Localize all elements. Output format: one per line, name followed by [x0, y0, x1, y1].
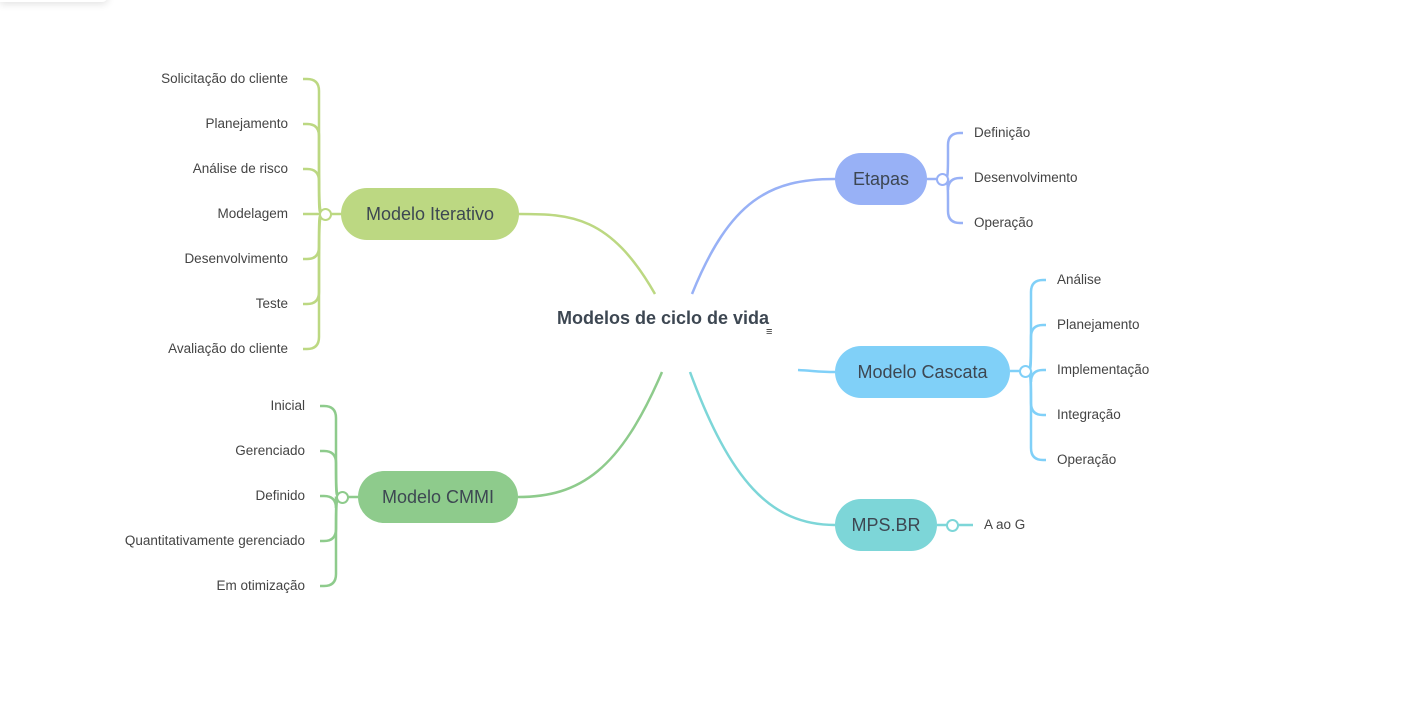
topic-label: Modelo Iterativo: [365, 203, 495, 224]
subtopic-iterativo[interactable]: Modelagem: [217, 206, 288, 221]
subtopic-iterativo[interactable]: Teste: [255, 296, 288, 311]
subtopic-iterativo[interactable]: Avaliação do cliente: [168, 341, 288, 356]
leaf-line-cmmi: [320, 449, 343, 499]
branch-line-iterativo: [518, 212, 657, 295]
collapse-toggle-cmmi[interactable]: [336, 491, 349, 504]
window-edge-shadow: [0, 0, 108, 2]
subtopic-cascata[interactable]: Integração: [1057, 407, 1121, 422]
collapse-toggle-mpsbr[interactable]: [946, 519, 959, 532]
branch-line-mpsbr: [688, 371, 836, 527]
leaf-line-etapas: [941, 177, 963, 225]
notes-icon[interactable]: ≡: [766, 326, 773, 338]
leaf-line-iterativo: [303, 167, 326, 216]
subtopic-mpsbr[interactable]: A ao G: [984, 517, 1026, 532]
topic-label: Modelo CMMI: [381, 486, 495, 507]
subtopic-cascata[interactable]: Operação: [1057, 452, 1117, 467]
subtopic-iterativo[interactable]: Desenvolvimento: [184, 251, 288, 266]
topic-modelo-cascata[interactable]: Modelo Cascata: [835, 346, 1010, 398]
subtopic-cmmi[interactable]: Inicial: [270, 398, 305, 413]
topic-label: Etapas: [852, 168, 910, 189]
subtopic-iterativo[interactable]: Planejamento: [205, 116, 288, 131]
branch-line-cmmi: [517, 371, 664, 499]
leaf-line-iterativo: [303, 212, 326, 261]
subtopic-cmmi[interactable]: Em otimização: [216, 578, 305, 593]
topic-mps-br[interactable]: MPS.BR: [835, 499, 937, 551]
leaf-line-cmmi: [320, 495, 343, 543]
collapse-toggle-cascata[interactable]: [1019, 365, 1032, 378]
central-topic-title: Modelos de ciclo de vida: [556, 308, 770, 328]
subtopic-cmmi[interactable]: Quantitativamente gerenciado: [124, 533, 305, 548]
collapse-toggle-iterativo[interactable]: [319, 208, 332, 221]
leaf-line-cascata: [1024, 369, 1046, 417]
topic-modelo-cmmi[interactable]: Modelo CMMI: [358, 471, 518, 523]
leaf-line-cascata: [1024, 323, 1046, 373]
subtopic-cmmi[interactable]: Definido: [255, 488, 305, 503]
subtopic-etapas[interactable]: Desenvolvimento: [974, 170, 1078, 185]
topic-etapas[interactable]: Etapas: [835, 153, 927, 205]
branch-line-cascata: [797, 368, 836, 374]
central-topic[interactable]: Modelos de ciclo de vida: [556, 306, 770, 358]
topic-modelo-iterativo[interactable]: Modelo Iterativo: [341, 188, 519, 240]
subtopic-iterativo[interactable]: Solicitação do cliente: [161, 71, 288, 86]
subtopic-cascata[interactable]: Implementação: [1057, 362, 1150, 377]
topic-label: Modelo Cascata: [857, 361, 988, 382]
subtopic-iterativo[interactable]: Análise de risco: [192, 161, 288, 176]
leaf-line-iterativo: [303, 77, 326, 216]
topic-label: MPS.BR: [851, 514, 921, 535]
leaf-line-iterativo: [303, 212, 326, 351]
leaf-line-etapas: [941, 131, 963, 181]
subtopic-cmmi[interactable]: Gerenciado: [235, 443, 305, 458]
subtopic-cascata[interactable]: Planejamento: [1057, 317, 1140, 332]
branch-line-etapas: [690, 177, 836, 295]
subtopic-etapas[interactable]: Definição: [974, 125, 1031, 140]
collapse-toggle-etapas[interactable]: [936, 173, 949, 186]
subtopic-etapas[interactable]: Operação: [974, 215, 1034, 230]
subtopic-cascata[interactable]: Análise: [1057, 272, 1102, 287]
